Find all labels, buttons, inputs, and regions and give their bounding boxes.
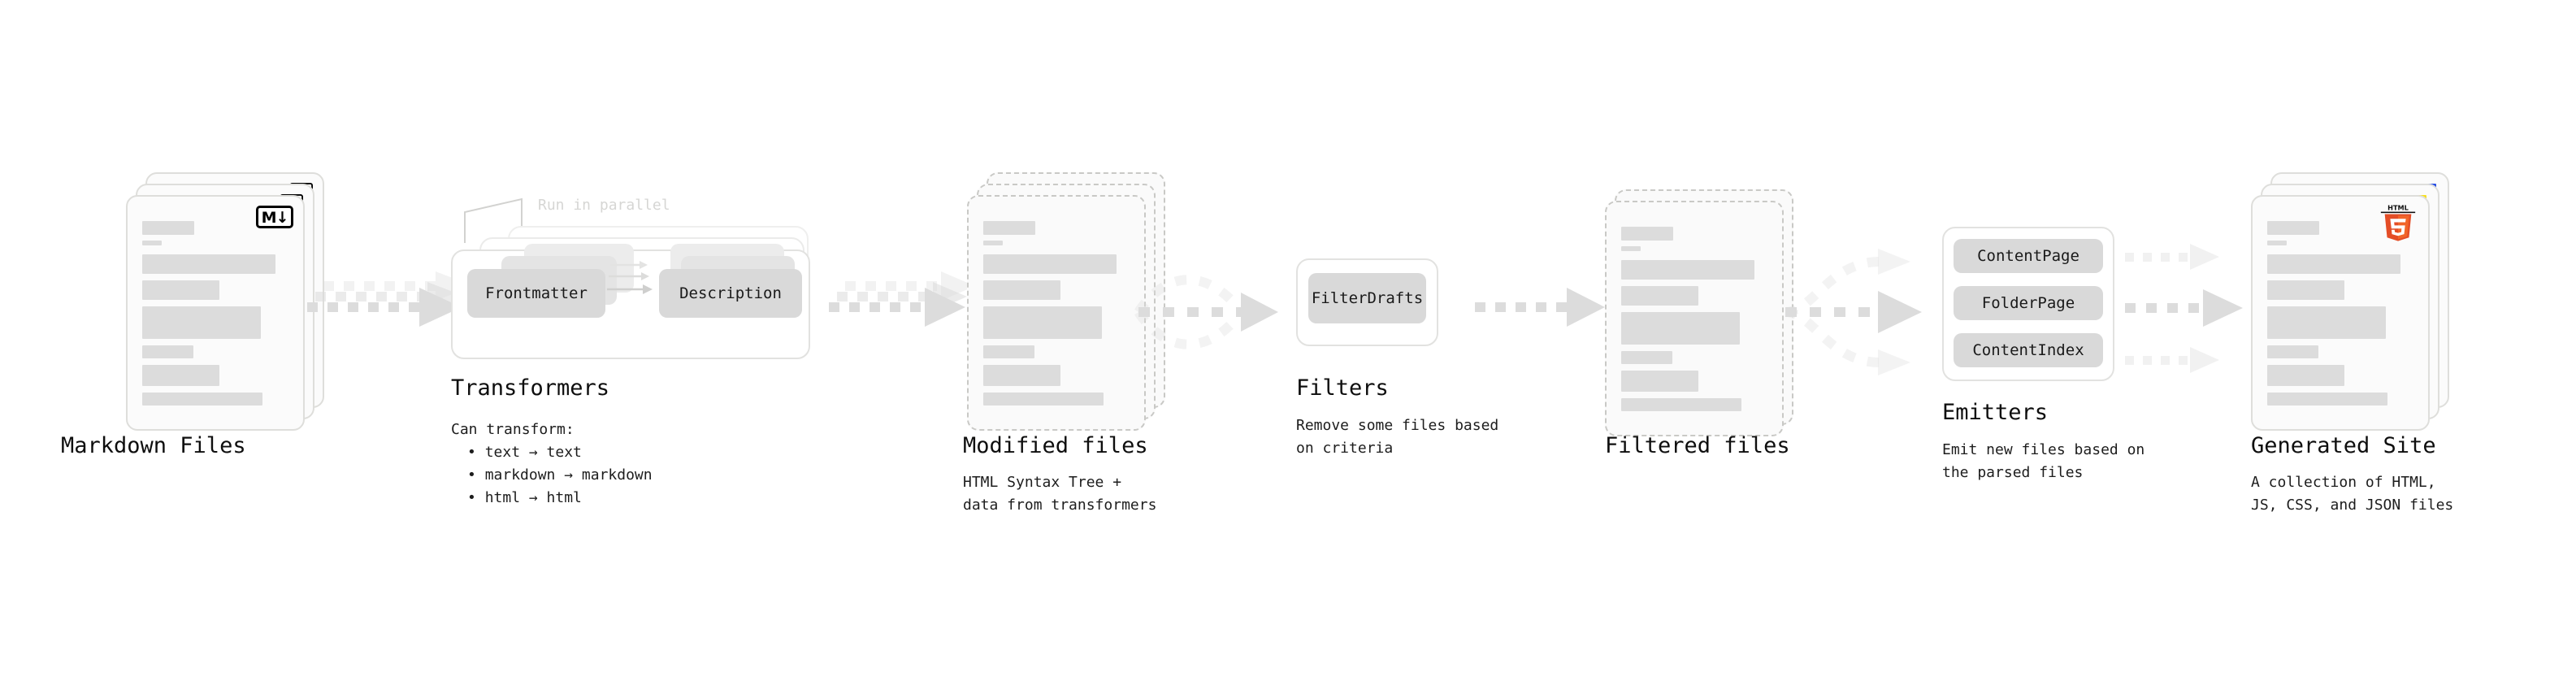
emitter-chip-folderpage[interactable]: FolderPage: [1954, 286, 2103, 320]
modified-card-front: [967, 195, 1146, 431]
connector-modified-to-filters: [1134, 275, 1278, 349]
stage-subtitle-emitters: Emit new files based on the parsed files: [1942, 441, 2145, 481]
transformers-intro: Can transform:: [451, 421, 575, 438]
emitter-chip-label: ContentPage: [1977, 247, 2079, 265]
stage-title-markdown-files: Markdown Files: [61, 433, 246, 458]
run-in-parallel-label: Run in parallel: [538, 197, 670, 214]
stage-title-modified-files: Modified files: [963, 433, 1148, 458]
transformers-bullet-list: text → text markdown → markdown html → h…: [451, 441, 653, 510]
emitter-chip-contentpage[interactable]: ContentPage: [1954, 239, 2103, 273]
doc-placeholder-lines: [1621, 227, 1767, 411]
emitter-chip-contentindex[interactable]: ContentIndex: [1954, 333, 2103, 367]
list-item: html → html: [467, 487, 653, 510]
filter-chip-label: FilterDrafts: [1311, 289, 1424, 307]
transformer-chip-label: Frontmatter: [485, 284, 588, 302]
list-item: markdown → markdown: [467, 464, 653, 487]
stage-title-generated-site: Generated Site: [2251, 433, 2436, 458]
stage-title-filters: Filters: [1296, 375, 1389, 401]
stage-subtitle-generated-site: A collection of HTML, JS, CSS, and JSON …: [2251, 474, 2454, 514]
connector-emitters-to-site: [2125, 244, 2243, 373]
stage-title-emitters: Emitters: [1942, 400, 2049, 425]
html5-badge: HTML: [2380, 204, 2416, 241]
stage-title-filtered-files: Filtered files: [1605, 433, 1790, 458]
list-item: text → text: [467, 441, 653, 464]
emitter-chip-label: ContentIndex: [1972, 341, 2084, 359]
connector-md-to-transformers: [307, 271, 474, 327]
stage-subtitle-filters: Remove some files based on criteria: [1296, 417, 1499, 457]
site-card-front: HTML: [2251, 195, 2430, 431]
doc-placeholder-lines: [142, 221, 288, 406]
stage-title-transformers: Transformers: [451, 375, 610, 401]
connector-filtered-to-emitters: [1785, 249, 1922, 375]
transformer-chip-description[interactable]: Description: [659, 269, 802, 318]
doc-placeholder-lines: [983, 221, 1130, 406]
connector-filters-to-filtered: [1475, 288, 1605, 327]
markdown-card-front: M↓: [126, 195, 305, 431]
run-in-parallel-bracket: [464, 197, 523, 243]
svg-text:HTML: HTML: [2387, 204, 2409, 212]
transformer-chip-frontmatter[interactable]: Frontmatter: [467, 269, 605, 318]
connector-transformers-to-modified: [829, 271, 975, 327]
doc-placeholder-lines: [2267, 221, 2413, 406]
markdown-badge: M↓: [256, 206, 293, 228]
stage-subtitle-modified-files: HTML Syntax Tree + data from transformer…: [963, 474, 1157, 514]
filter-chip-filterdrafts[interactable]: FilterDrafts: [1308, 273, 1426, 323]
filtered-card-front: [1605, 201, 1784, 436]
transformer-chip-label: Description: [679, 284, 782, 302]
transformer-inner-arrows: [607, 261, 653, 294]
emitter-chip-label: FolderPage: [1981, 294, 2075, 312]
